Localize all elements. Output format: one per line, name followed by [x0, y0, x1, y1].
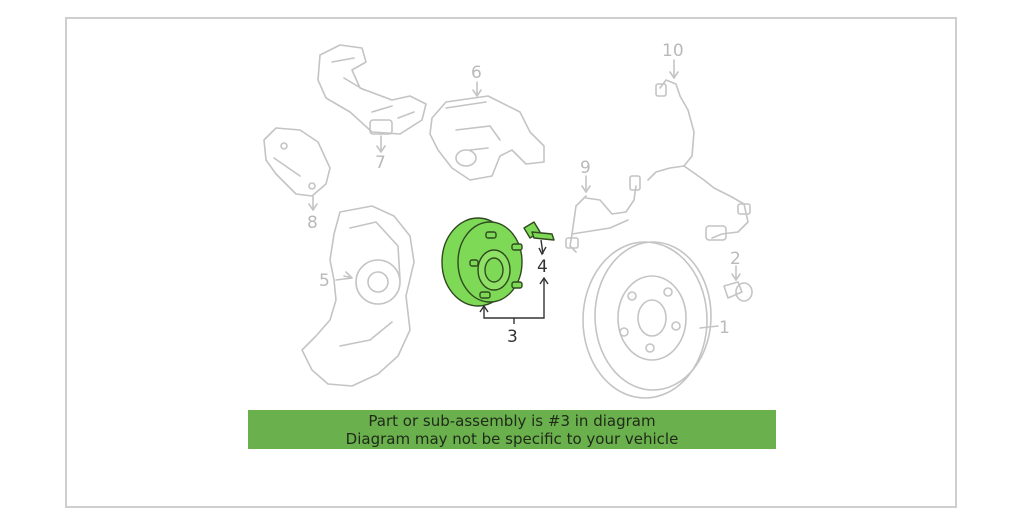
callout-2: 2	[730, 249, 741, 269]
callout-7: 7	[375, 153, 386, 173]
part-wheel-stud	[723, 265, 753, 302]
callout-9: 9	[580, 158, 591, 178]
callout-6: 6	[471, 63, 482, 83]
part-caliper-bracket	[317, 44, 427, 153]
callout-leaders-active	[479, 239, 549, 324]
part-brake-hose	[565, 175, 641, 253]
callout-4: 4	[537, 257, 548, 277]
part-hub-bolt-highlighted	[523, 221, 555, 241]
callout-1: 1	[719, 318, 730, 338]
part-wheel-hub-highlighted	[441, 217, 523, 307]
part-brake-rotor	[582, 241, 719, 399]
callout-8: 8	[307, 213, 318, 233]
callout-5: 5	[319, 271, 330, 291]
part-dust-shield	[301, 205, 415, 387]
callout-3: 3	[507, 327, 518, 347]
banner-line-disclaimer: Diagram may not be specific to your vehi…	[345, 430, 679, 448]
banner-line-part-number: Part or sub-assembly is #3 in diagram	[368, 412, 656, 430]
part-brake-caliper	[429, 81, 545, 181]
part-brake-pad	[263, 127, 331, 211]
callout-10: 10	[662, 41, 684, 61]
part-abs-sensor	[647, 59, 751, 241]
info-banner: Part or sub-assembly is #3 in diagram Di…	[248, 410, 776, 449]
